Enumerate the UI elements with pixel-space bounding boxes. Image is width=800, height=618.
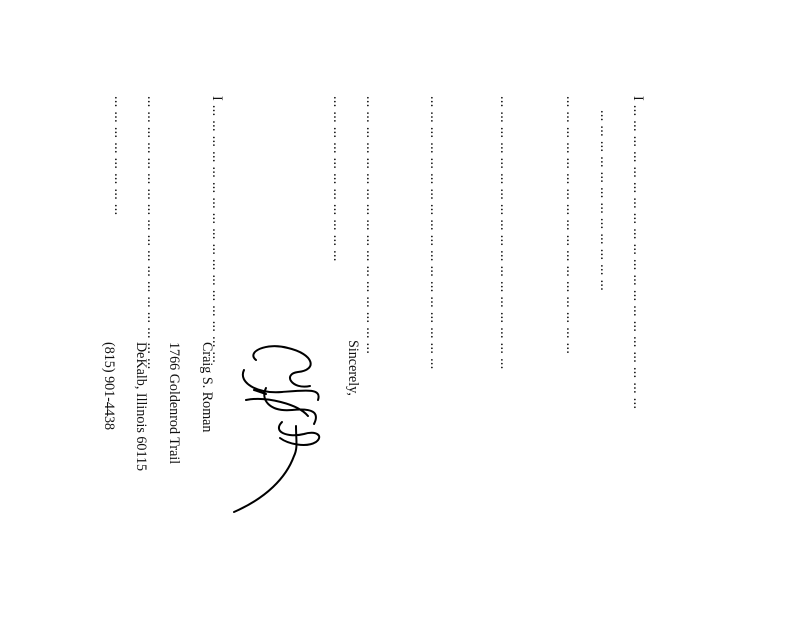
closing-name: Craig S. Roman [199,342,215,433]
paragraph-2-line-3: ... ... ... ... ... ... ... ... [111,96,127,216]
closing-address-line-2: DeKalb, Illinois 60115 [133,342,149,472]
paragraph-1-line-7: ... ... ... ... ... ... ... ... ... ... … [330,96,346,262]
paragraph-1-line-2: ... ... ... ... ... ... ... ... ... ... … [597,110,613,292]
handwritten-signature [233,345,321,513]
paragraph-1-line-3: ... ... ... ... ... ... ... ... ... ... … [563,96,579,355]
paragraph-2-line-2: ... ... ... ... ... ... ... ... ... ... … [144,96,160,370]
paragraph-1-line-4: ... ... ... ... ... ... ... ... ... ... … [497,96,513,370]
closing-phone: (815) 901-4438 [101,342,117,431]
paragraph-1-line-6: ... ... ... ... ... ... ... ... ... ... … [363,96,379,355]
paragraph-1-line-1: I ... ... ... ... ... ... ... ... ... ..… [630,96,646,410]
closing-salutation: Sincerely, [345,340,361,396]
closing-address-line-1: 1766 Goldenrod Trail [166,342,182,465]
paragraph-1-line-5: ... ... ... ... ... ... ... ... ... ... … [427,96,443,370]
paragraph-2-line-1: I ... ... ... ... ... ... ... ... ... ..… [209,96,225,364]
